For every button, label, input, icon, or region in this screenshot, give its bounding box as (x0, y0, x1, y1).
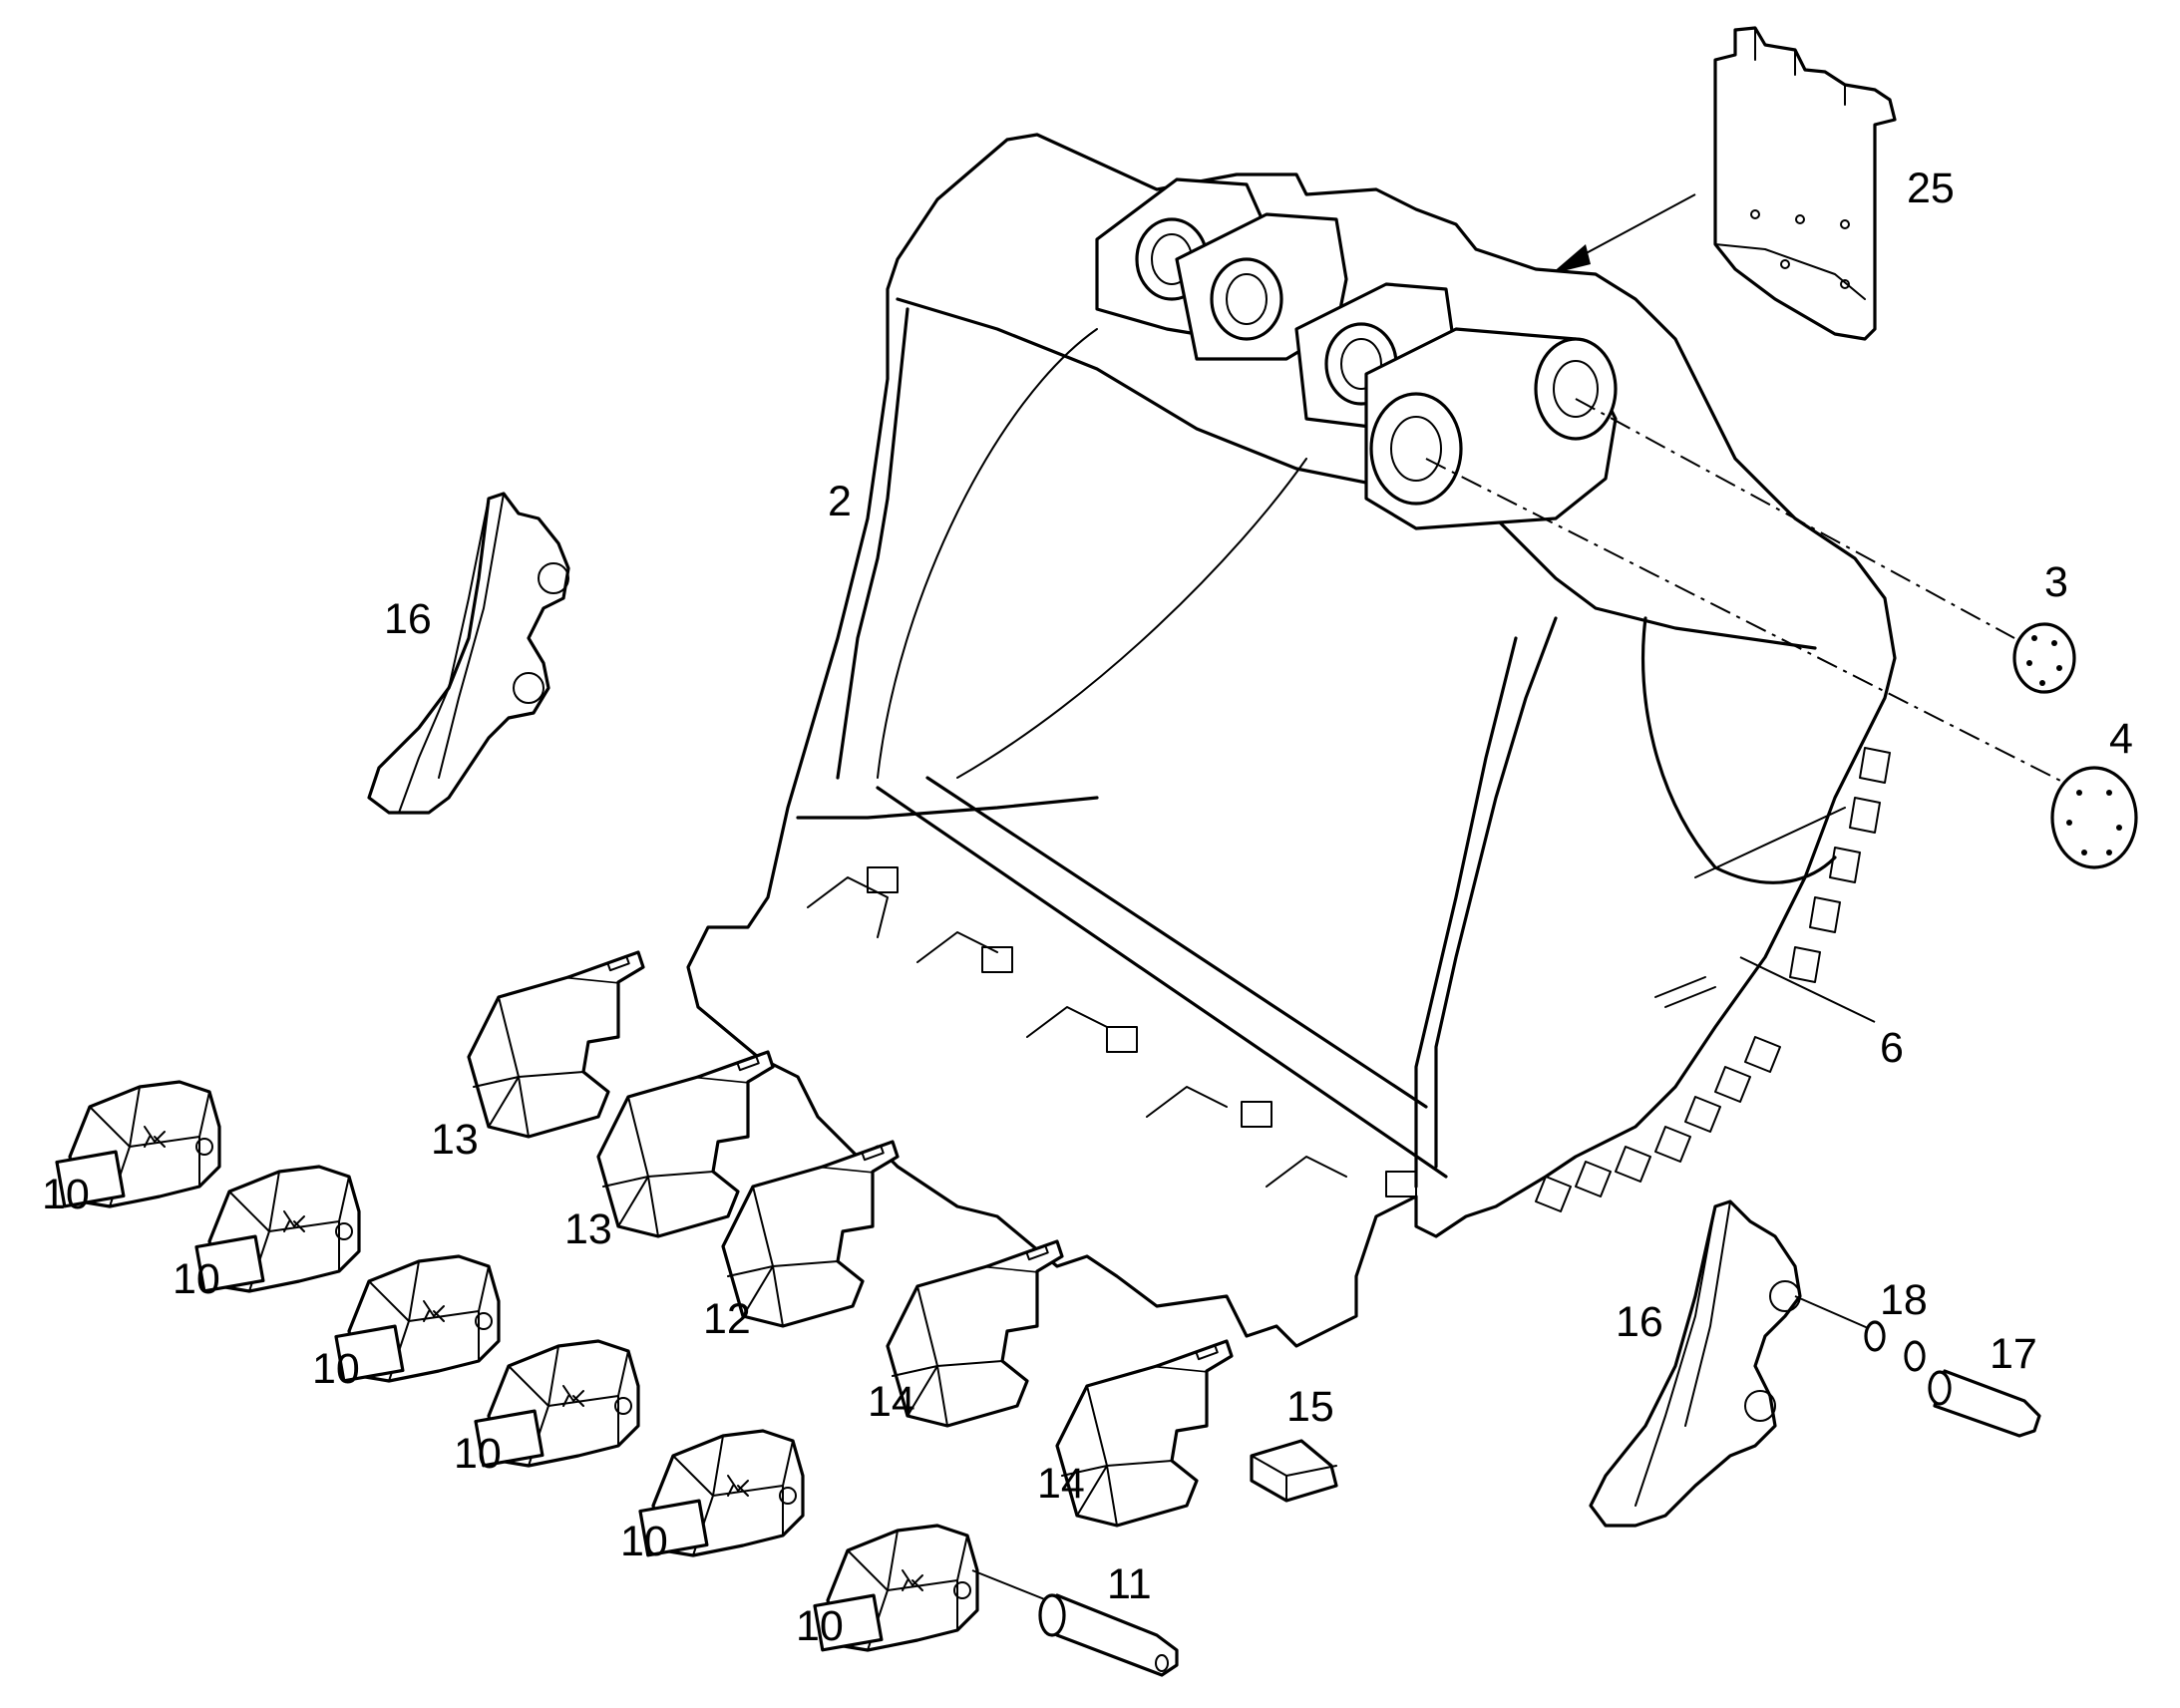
callout-10-f: 10 (796, 1602, 844, 1650)
arrowhead-25 (1551, 244, 1591, 274)
callout-12: 12 (703, 1295, 751, 1343)
callout-25: 25 (1907, 165, 1955, 212)
wear-plate-25 (1713, 26, 1897, 341)
side-protector-16-left (367, 492, 570, 815)
end-cap-3 (2012, 622, 2076, 694)
callout-18: 18 (1880, 1276, 1928, 1324)
callout-10-c: 10 (312, 1345, 360, 1393)
tooth-10-b (194, 1165, 361, 1293)
axis-line-3 (1575, 398, 2015, 639)
callout-16-a: 16 (384, 595, 432, 643)
callout-13-b: 13 (564, 1205, 612, 1253)
callout-13-a: 13 (431, 1116, 479, 1164)
callout-17: 17 (1990, 1330, 2037, 1378)
callout-14-b: 14 (1037, 1460, 1085, 1508)
axis-line-4 (1425, 458, 2075, 789)
callout-4: 4 (2109, 715, 2133, 763)
callout-10-d: 10 (454, 1430, 502, 1478)
adapter-13-upper (467, 950, 645, 1139)
wedge-15 (1250, 1439, 1338, 1503)
pin-17 (1928, 1369, 2041, 1438)
callout-10-a: 10 (42, 1171, 90, 1218)
leader-11 (971, 1569, 1048, 1601)
callout-10-e: 10 (620, 1518, 668, 1565)
pin-11 (1038, 1593, 1179, 1677)
callout-2: 2 (828, 478, 852, 525)
callout-16-b: 16 (1616, 1298, 1663, 1346)
side-protector-16-right (1589, 1199, 1802, 1528)
bucket-body (686, 133, 1897, 1348)
tooth-10-c (334, 1254, 501, 1383)
leader-6 (1739, 956, 1876, 1023)
callout-6: 6 (1880, 1024, 1904, 1072)
end-cap-4 (2050, 766, 2138, 869)
callout-14-a: 14 (868, 1378, 915, 1426)
callout-15: 15 (1286, 1383, 1334, 1431)
callout-10-b: 10 (173, 1255, 220, 1303)
callout-3: 3 (2044, 558, 2068, 606)
callout-11: 11 (1107, 1560, 1152, 1608)
retainer-rings-18 (1864, 1320, 1926, 1372)
leader-17 (1794, 1295, 1876, 1332)
